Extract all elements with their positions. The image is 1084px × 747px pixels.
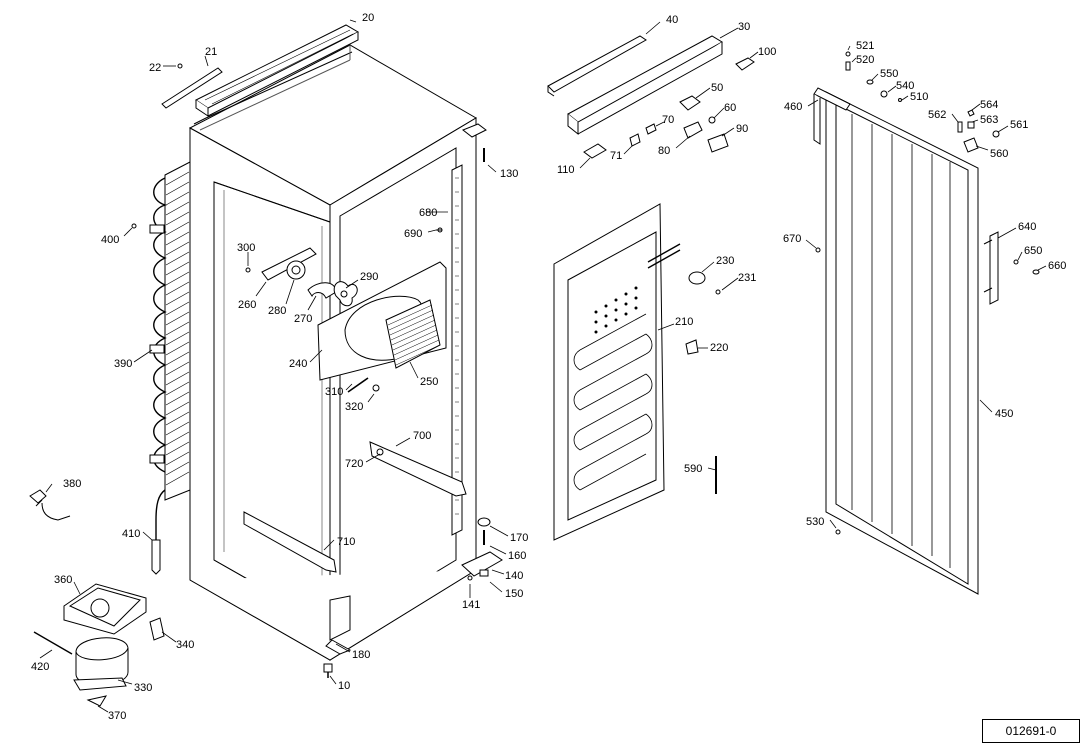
- label-640: 640: [1018, 221, 1036, 233]
- label-70: 70: [662, 114, 674, 126]
- label-410: 410: [122, 528, 140, 540]
- label-320: 320: [345, 401, 363, 413]
- label-590: 590: [684, 463, 702, 475]
- label-21: 21: [205, 46, 217, 58]
- label-370: 370: [108, 710, 126, 722]
- strip-700: [369, 441, 467, 497]
- label-340: 340: [176, 639, 194, 651]
- label-720: 720: [345, 458, 363, 470]
- drawing-number: 012691-0: [982, 719, 1080, 743]
- label-530: 530: [806, 516, 824, 528]
- label-520: 520: [856, 54, 874, 66]
- label-550: 550: [880, 68, 898, 80]
- strip-710: [243, 511, 337, 573]
- small-screws: [131, 148, 485, 233]
- screw-22: [177, 63, 183, 69]
- leader-lines: [39, 19, 1047, 713]
- label-561: 561: [1010, 119, 1028, 131]
- label-130: 130: [500, 168, 518, 180]
- label-170: 170: [510, 532, 528, 544]
- fan-assembly: [245, 247, 447, 393]
- label-90: 90: [736, 123, 748, 135]
- label-510: 510: [910, 91, 928, 103]
- label-210: 210: [675, 316, 693, 328]
- label-160: 160: [508, 550, 526, 562]
- label-563: 563: [980, 114, 998, 126]
- bracket-21: [161, 67, 223, 109]
- label-290: 290: [360, 271, 378, 283]
- label-260: 260: [238, 299, 256, 311]
- label-60: 60: [724, 102, 736, 114]
- door-450: [813, 87, 999, 595]
- bottom-screws: [323, 663, 333, 678]
- label-690: 690: [404, 228, 422, 240]
- label-110: 110: [557, 164, 575, 176]
- label-564: 564: [980, 99, 998, 111]
- compressor-group: [33, 583, 165, 707]
- label-20: 20: [362, 12, 374, 24]
- label-250: 250: [420, 376, 438, 388]
- power-cord-380: [29, 489, 71, 521]
- label-400: 400: [101, 234, 119, 246]
- label-141: 141: [462, 599, 480, 611]
- label-310: 310: [325, 386, 343, 398]
- label-680: 680: [419, 207, 437, 219]
- condenser-coil-390: [149, 161, 191, 575]
- small-parts-center: [685, 271, 721, 494]
- label-560: 560: [990, 148, 1008, 160]
- label-80: 80: [658, 145, 670, 157]
- label-140: 140: [505, 570, 523, 582]
- label-670: 670: [783, 233, 801, 245]
- evaporator-plate-210: [553, 203, 681, 541]
- label-360: 360: [54, 574, 72, 586]
- label-390: 390: [114, 358, 132, 370]
- label-150: 150: [505, 588, 523, 600]
- label-540: 540: [896, 80, 914, 92]
- label-240: 240: [289, 358, 307, 370]
- label-450: 450: [995, 408, 1013, 420]
- label-40: 40: [666, 14, 678, 26]
- label-300: 300: [237, 242, 255, 254]
- label-180: 180: [352, 649, 370, 661]
- label-10: 10: [338, 680, 350, 692]
- label-30: 30: [738, 21, 750, 33]
- label-420: 420: [31, 661, 49, 673]
- label-100: 100: [758, 46, 776, 58]
- cabinet-body: [188, 44, 487, 661]
- top-rail-group: [547, 35, 755, 159]
- label-710: 710: [337, 536, 355, 548]
- label-280: 280: [268, 305, 286, 317]
- label-270: 270: [294, 313, 312, 325]
- label-50: 50: [711, 82, 723, 94]
- label-700: 700: [413, 430, 431, 442]
- label-22: 22: [149, 62, 161, 74]
- label-460: 460: [784, 101, 802, 113]
- label-71: 71: [610, 150, 622, 162]
- label-562: 562: [928, 109, 946, 121]
- label-650: 650: [1024, 245, 1042, 257]
- label-330: 330: [134, 682, 152, 694]
- label-660: 660: [1048, 260, 1066, 272]
- door-hardware: [815, 51, 1040, 535]
- label-380: 380: [63, 478, 81, 490]
- label-231: 231: [738, 272, 756, 284]
- bottom-hinge: [461, 517, 503, 581]
- part-labels: 20 21 22 130 680 690 400 300 290 260 280…: [31, 12, 1066, 722]
- label-220: 220: [710, 342, 728, 354]
- top-cover-20: [195, 24, 360, 117]
- label-230: 230: [716, 255, 734, 267]
- label-521: 521: [856, 40, 874, 52]
